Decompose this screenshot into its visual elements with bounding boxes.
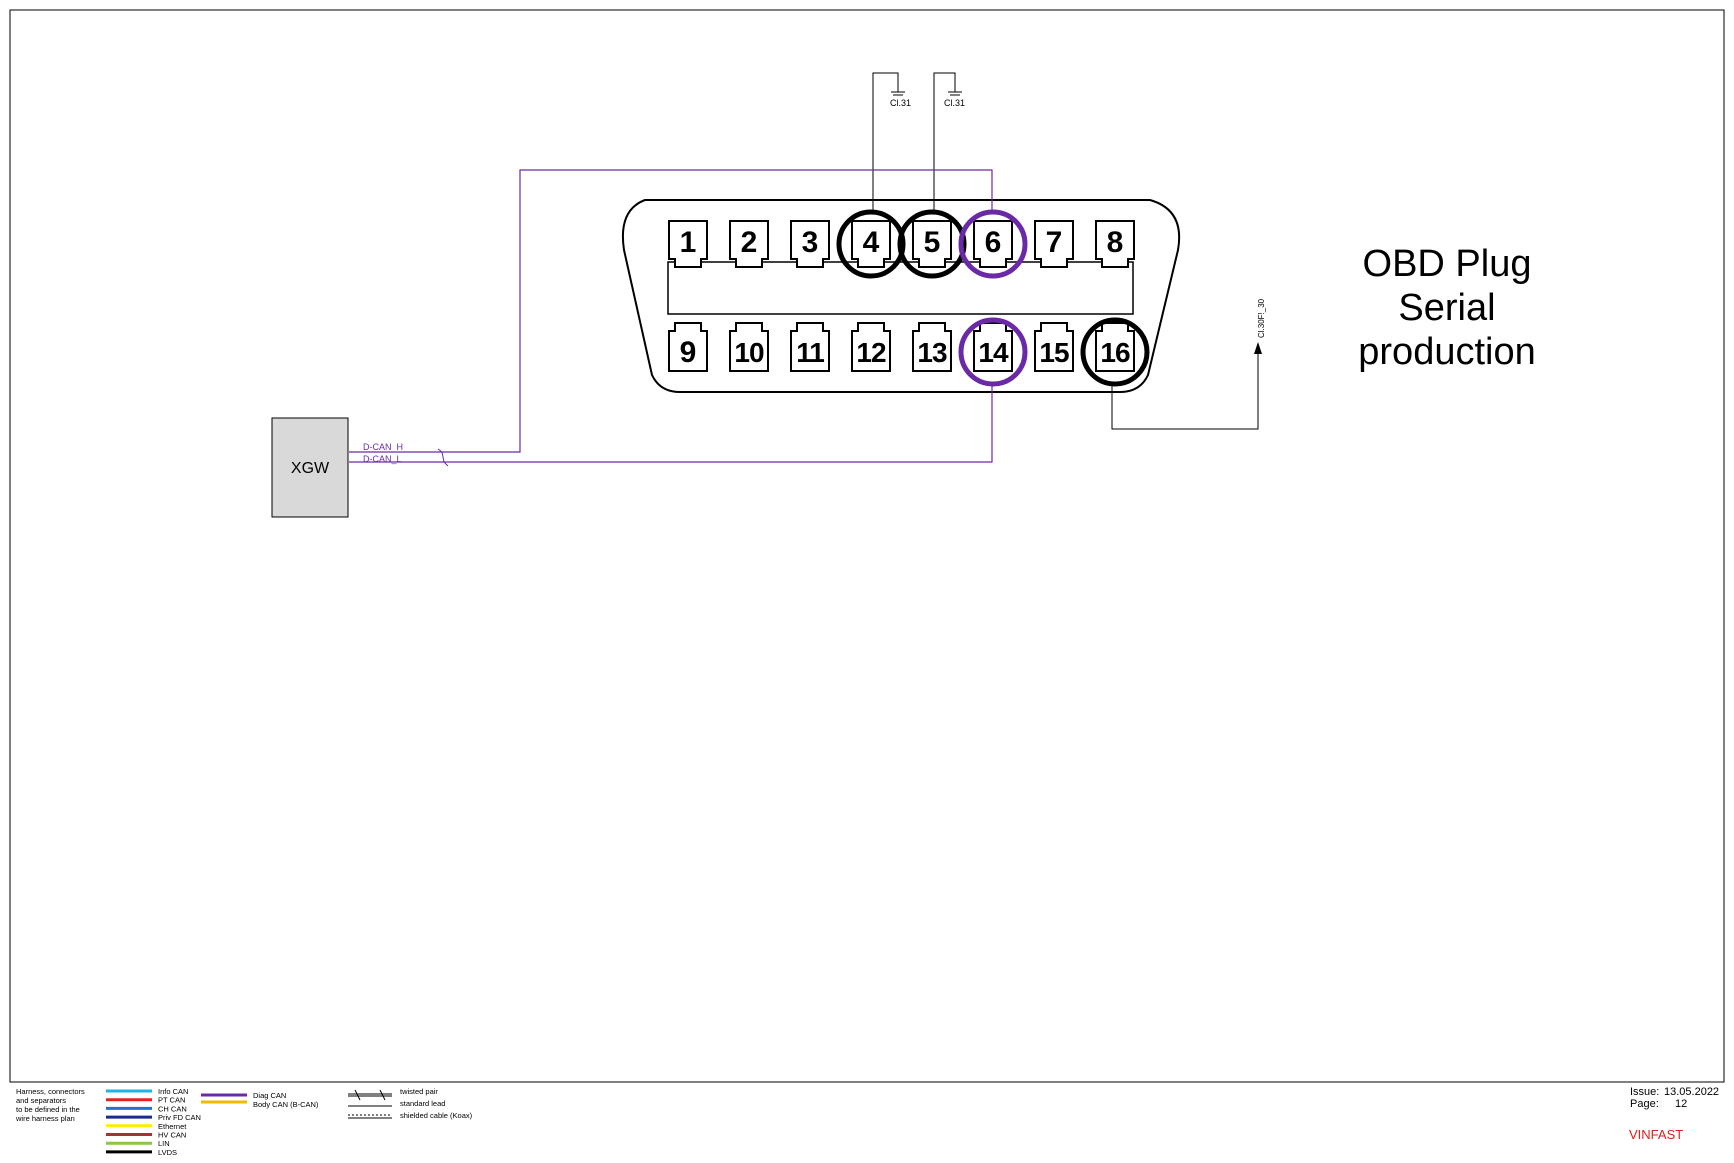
pin-label-15: 15 (1039, 337, 1069, 368)
legend-bus-label: PT CAN (158, 1096, 185, 1105)
pin-highlight-4 (836, 209, 906, 279)
issue-value: 13.05.2022 (1664, 1086, 1719, 1098)
xgw-label: XGW (291, 460, 330, 477)
pin-13: 13 (912, 322, 952, 372)
legend-note-line: wire harness plan (15, 1114, 75, 1123)
issue-label: Issue: (1630, 1086, 1659, 1098)
ground-label-pin4: Cl.31 (890, 98, 911, 108)
pin-15: 15 (1034, 322, 1074, 372)
legend-line-label: shielded cable (Koax) (400, 1111, 473, 1120)
legend-note-line: to be defined in the (16, 1105, 80, 1114)
title-line2: Serial (1398, 287, 1495, 329)
pin-label-5: 5 (924, 226, 941, 259)
ground-pin5: Cl.31 (933, 72, 965, 212)
legend-bus-label: Info CAN (158, 1087, 188, 1096)
pin-6: 6 (973, 220, 1013, 268)
diag-can-wiring: D-CAN_H D-CAN_L (349, 169, 993, 467)
legend-line-label: standard lead (400, 1099, 445, 1108)
sheet-frame (9, 9, 1725, 1083)
pin-label-2: 2 (741, 226, 758, 259)
pin-14: 14 (973, 322, 1013, 372)
connector-inner-strip (667, 261, 1134, 315)
pin-8: 8 (1095, 220, 1135, 268)
pin-label-11: 11 (796, 337, 824, 368)
xgw-module: XGW (271, 417, 349, 518)
pin-2: 2 (729, 220, 769, 268)
title-line1: OBD Plug (1363, 243, 1532, 285)
ground-pin4: Cl.31 (872, 72, 911, 212)
pin-16: 16 (1095, 322, 1135, 372)
arrow-up-icon (1254, 342, 1262, 354)
pin-3: 3 (790, 220, 830, 268)
legend-bus-label: Priv FD CAN (158, 1113, 201, 1122)
signal-can-h: D-CAN_H (363, 442, 403, 452)
pin-label-1: 1 (680, 226, 697, 259)
title-block: Issue: 13.05.2022 Page: 12 VINFAST (1629, 1086, 1719, 1142)
pin-9: 9 (668, 322, 708, 372)
legend-bus-label: LVDS (158, 1148, 177, 1157)
pin-highlight-16 (1080, 317, 1150, 387)
legend-bus-label: Body CAN (B-CAN) (253, 1100, 319, 1109)
pin-label-8: 8 (1107, 226, 1124, 259)
pin-label-3: 3 (802, 226, 819, 259)
ground-label-pin5: Cl.31 (944, 98, 965, 108)
brand-logo: VINFAST (1629, 1127, 1683, 1142)
pin-label-13: 13 (917, 337, 947, 368)
pin-12: 12 (851, 322, 891, 372)
page-label: Page: (1630, 1098, 1659, 1110)
diagram-title: OBD Plug Serial production (1358, 243, 1535, 373)
signal-can-l: D-CAN_L (363, 454, 402, 464)
legend-bus-label: CH CAN (158, 1104, 187, 1113)
pin-label-4: 4 (863, 226, 880, 259)
pin-10: 10 (729, 322, 769, 372)
pin-4: 4 (851, 220, 891, 268)
pin-highlights (836, 209, 1150, 387)
title-line3: production (1358, 331, 1535, 373)
legend-line-types: twisted pair standard lead shielded cable … (348, 1087, 473, 1120)
pin-5: 5 (912, 220, 952, 268)
pin-label-14: 14 (978, 337, 1009, 368)
pin-label-6: 6 (985, 226, 1002, 259)
pin-1: 1 (668, 220, 708, 268)
pin-11: 11 (790, 322, 830, 372)
pin-7: 7 (1034, 220, 1074, 268)
pin-highlight-6 (958, 209, 1028, 279)
pin-label-12: 12 (856, 337, 886, 368)
pin-highlight-5 (897, 209, 967, 279)
page-value: 12 (1675, 1098, 1687, 1110)
twisted-pair-marker (437, 448, 449, 467)
legend-line-label: twisted pair (400, 1087, 438, 1096)
legend-bus-label: LIN (158, 1139, 170, 1148)
legend-note-line: Harness, connectors (16, 1087, 85, 1096)
legend-bus-label: HV CAN (158, 1131, 186, 1140)
pin-label-16: 16 (1100, 337, 1130, 368)
power-pin16: Cl.30F!_30 (1111, 298, 1266, 430)
xgw-box (271, 417, 349, 518)
pin-highlight-14 (958, 317, 1028, 387)
pin-label-10: 10 (734, 337, 764, 368)
bottom-pin-row: 9 10 11 12 13 14 15 16 (668, 322, 1135, 372)
top-pin-row: 1 2 3 4 5 6 7 8 (668, 220, 1135, 268)
legend-note-line: and separators (16, 1096, 66, 1105)
pin-label-7: 7 (1046, 226, 1063, 259)
pin-label-9: 9 (680, 336, 697, 369)
power-label: Cl.30F!_30 (1257, 298, 1266, 338)
legend-bus-label: Ethernet (158, 1122, 187, 1131)
connector-housing (621, 199, 1181, 393)
legend-bus-label: Diag CAN (253, 1091, 286, 1100)
